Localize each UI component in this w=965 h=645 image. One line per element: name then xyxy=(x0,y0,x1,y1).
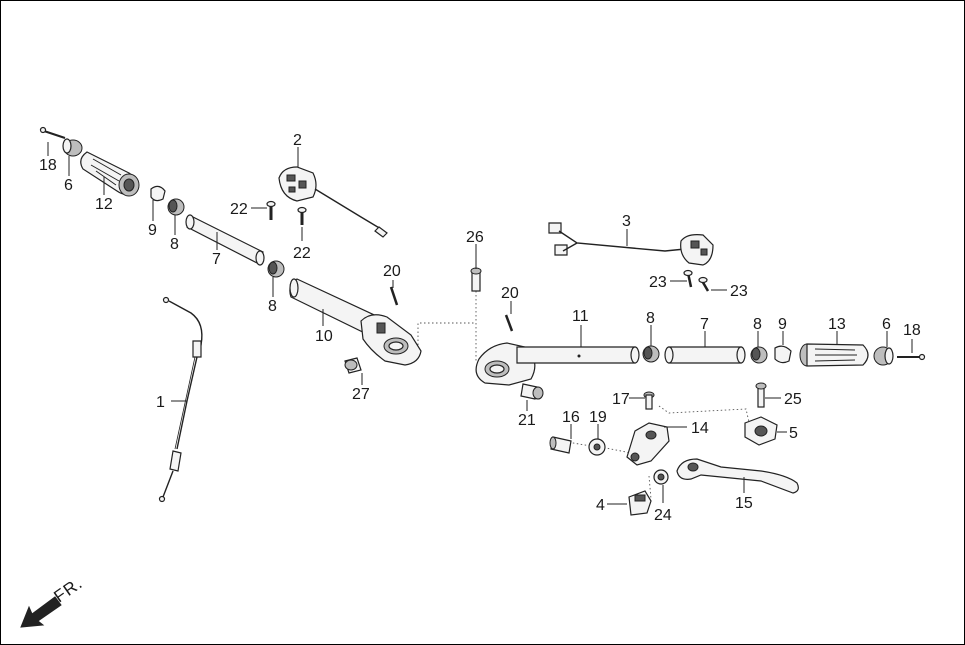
part-23-screw-2 xyxy=(698,276,710,292)
callout-26: 26 xyxy=(466,229,484,246)
part-19-washer xyxy=(588,438,606,456)
part-27-clamp-bolt xyxy=(344,357,362,374)
part-9-left-clamp xyxy=(150,185,166,202)
callout-19: 19 xyxy=(589,409,607,426)
callout-24: 24 xyxy=(654,507,672,524)
callout-1: 1 xyxy=(156,394,165,411)
callout-21: 21 xyxy=(518,412,536,429)
callout-8-left-1: 8 xyxy=(170,236,179,253)
part-20-left-pin xyxy=(389,286,399,306)
part-22-screw-2 xyxy=(297,206,307,225)
part-3-right-switch-housing xyxy=(548,222,714,266)
callout-8-left-2: 8 xyxy=(268,298,277,315)
part-8-right-collar-2 xyxy=(750,346,768,364)
callout-18-left: 18 xyxy=(39,157,57,174)
part-6-left-bar-end xyxy=(62,138,83,157)
callout-7-right: 7 xyxy=(700,316,709,333)
part-14-lever-bracket xyxy=(626,422,670,466)
callout-11: 11 xyxy=(572,308,589,325)
part-4-clutch-switch xyxy=(628,490,652,516)
callout-20-right: 20 xyxy=(501,285,519,302)
callout-6-left: 6 xyxy=(64,177,73,194)
part-26-top-bolt xyxy=(470,267,482,292)
callout-8-right-2: 8 xyxy=(753,316,762,333)
callout-7-left: 7 xyxy=(212,251,221,268)
part-7-left-throttle-tube xyxy=(185,214,265,266)
part-9-right-clamp xyxy=(774,345,792,364)
part-18-left-bolt xyxy=(39,126,66,139)
callout-22-bottom: 22 xyxy=(293,245,311,262)
part-18-right-bolt xyxy=(897,353,926,361)
callout-17: 17 xyxy=(612,391,630,408)
callout-numbers: 1 2 3 4 5 6 6 7 7 8 8 8 8 9 9 10 11 12 1… xyxy=(39,132,921,524)
callout-12: 12 xyxy=(95,196,113,213)
callout-16: 16 xyxy=(562,409,580,426)
callout-3: 3 xyxy=(622,213,631,230)
part-11-right-handlebar xyxy=(475,342,640,386)
callout-9-right: 9 xyxy=(778,316,787,333)
part-22-screw-1 xyxy=(266,200,276,220)
part-20-right-pin xyxy=(504,314,514,332)
callout-8-right-1: 8 xyxy=(646,310,655,327)
callout-5: 5 xyxy=(789,425,798,442)
part-8-left-collar-1 xyxy=(167,198,185,216)
part-23-screw-1 xyxy=(683,269,693,288)
callout-20-left: 20 xyxy=(383,263,401,280)
callout-18-right: 18 xyxy=(903,322,921,339)
callout-6-right: 6 xyxy=(882,316,891,333)
part-16-sleeve xyxy=(549,436,572,454)
part-21-clamp-bolt xyxy=(520,383,544,400)
part-5-clamp xyxy=(744,416,778,446)
leader-lines xyxy=(47,142,913,505)
part-2-left-switch-housing xyxy=(278,166,388,238)
part-25-bolt xyxy=(755,382,767,408)
callout-23-left: 23 xyxy=(649,274,667,291)
part-7-right-tube xyxy=(664,346,746,364)
callout-9-left: 9 xyxy=(148,222,157,239)
part-10-left-handlebar xyxy=(289,278,422,366)
part-13-right-grip xyxy=(799,343,869,367)
callout-14: 14 xyxy=(691,420,709,437)
front-direction-arrow: FR. xyxy=(20,573,86,628)
callout-25: 25 xyxy=(784,391,802,408)
part-15-clutch-lever xyxy=(676,458,799,494)
callout-15: 15 xyxy=(735,495,753,512)
callout-4: 4 xyxy=(596,497,605,514)
part-8-right-collar-1 xyxy=(642,345,660,363)
part-6-right-bar-end xyxy=(873,346,894,366)
callout-23-right: 23 xyxy=(730,283,748,300)
callout-27: 27 xyxy=(352,386,370,403)
callout-10: 10 xyxy=(315,328,333,345)
callout-13: 13 xyxy=(828,316,846,333)
part-12-left-grip xyxy=(80,151,140,197)
part-17-pivot-bolt xyxy=(643,391,655,410)
callout-22-left: 22 xyxy=(230,201,248,218)
part-1-throttle-cable xyxy=(158,296,203,503)
part-24-washer xyxy=(653,469,669,485)
part-8-left-collar-2 xyxy=(267,260,285,278)
callout-2: 2 xyxy=(293,132,302,149)
